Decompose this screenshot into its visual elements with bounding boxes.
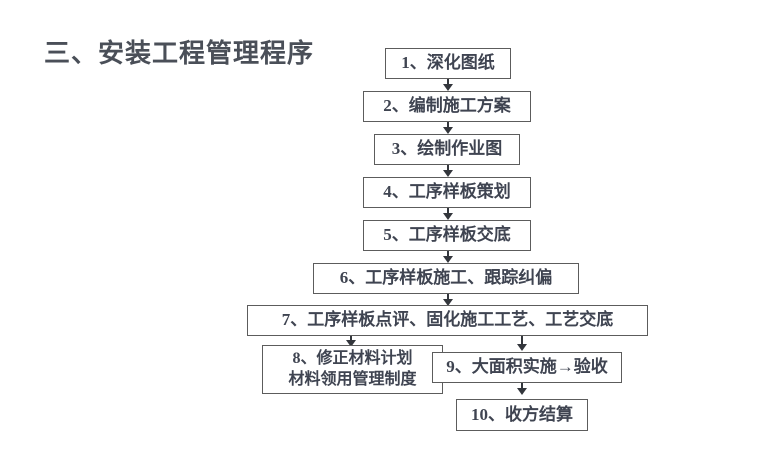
arrowhead-6-to-7	[443, 299, 453, 306]
connector-7-to-8	[350, 336, 352, 342]
arrowhead-7-to-9	[517, 344, 527, 351]
flow-node-3[interactable]: 3、绘制作业图	[374, 134, 520, 165]
arrowhead-4-to-5	[443, 213, 453, 220]
connector-9-to-10	[521, 383, 523, 390]
connector-6-to-7	[447, 294, 449, 301]
arrowhead-7-to-8	[346, 340, 356, 347]
connector-3-to-4	[447, 165, 449, 172]
flow-node-8-label-line2: 材料领用管理制度	[288, 370, 417, 388]
flow-node-7-label: 7、工序样板点评、固化施工工艺、工艺交底	[281, 310, 614, 330]
arrowhead-3-to-4	[443, 170, 453, 177]
flow-node-5-label: 5、工序样板交底	[383, 225, 511, 245]
flow-node-9-label: 9、大面积实施→验收	[446, 357, 608, 377]
flow-node-6-label: 6、工序样板施工、跟踪纠偏	[339, 268, 553, 288]
flow-node-5[interactable]: 5、工序样板交底	[363, 220, 531, 251]
flow-node-1[interactable]: 1、深化图纸	[385, 48, 511, 79]
arrowhead-9-to-10	[517, 388, 527, 395]
connector-2-to-3	[447, 122, 449, 129]
flow-node-4[interactable]: 4、工序样板策划	[363, 177, 531, 208]
flow-node-9[interactable]: 9、大面积实施→验收	[432, 352, 622, 383]
flow-node-7[interactable]: 7、工序样板点评、固化施工工艺、工艺交底	[247, 305, 648, 336]
flow-node-10-label: 10、收方结算	[471, 404, 573, 424]
flow-node-3-label: 3、绘制作业图	[391, 139, 503, 159]
arrowhead-2-to-3	[443, 127, 453, 134]
flow-node-8[interactable]: 8、修正材料计划 材料领用管理制度	[262, 345, 443, 394]
connector-5-to-6	[447, 251, 449, 258]
connector-1-to-2	[447, 79, 449, 86]
flow-node-1-label: 1、深化图纸	[401, 53, 495, 73]
flow-node-2[interactable]: 2、编制施工方案	[363, 91, 531, 122]
flow-node-2-label: 2、编制施工方案	[383, 96, 511, 116]
flow-node-8-label-line1: 8、修正材料计划	[292, 349, 413, 367]
page-title: 三、安装工程管理程序	[44, 39, 315, 68]
arrowhead-1-to-2	[443, 84, 453, 91]
connector-4-to-5	[447, 208, 449, 215]
flow-node-4-label: 4、工序样板策划	[383, 182, 511, 202]
flow-node-10[interactable]: 10、收方结算	[456, 399, 588, 431]
flow-node-6[interactable]: 6、工序样板施工、跟踪纠偏	[313, 263, 579, 294]
connector-7-to-9	[521, 336, 523, 346]
arrowhead-5-to-6	[443, 256, 453, 263]
